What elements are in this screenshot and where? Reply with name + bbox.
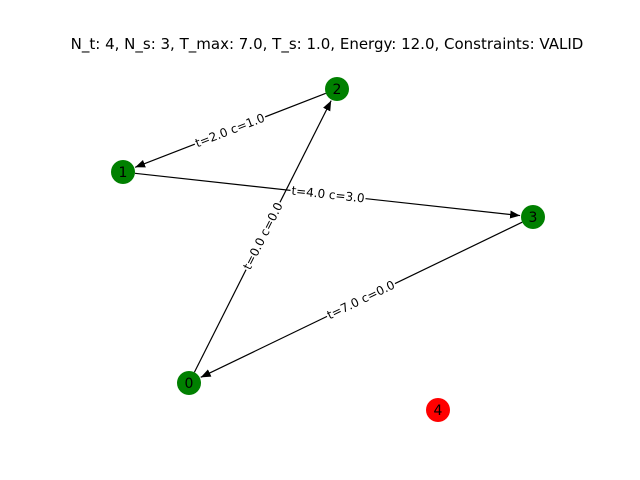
edge-label-group-3: t=7.0 c=0.0 <box>324 277 398 323</box>
edge-label-background <box>239 199 287 273</box>
edge-labels-layer: t=0.0 c=0.0 t=2.0 c=1.0 t=4.0 c=3.0 t=7.0 c… <box>192 110 398 323</box>
edge-label: t=4.0 c=3.0 <box>291 184 365 206</box>
edge-label-group-0: t=0.0 c=0.0 <box>239 199 287 273</box>
node-4 <box>426 398 450 422</box>
edge-label: t=7.0 c=0.0 <box>325 278 397 323</box>
nodes-layer: 0 1 2 3 4 <box>111 77 545 422</box>
node-label-4: 4 <box>434 403 443 419</box>
edge-label-group-2: t=4.0 c=3.0 <box>289 183 367 206</box>
edge-label-background <box>192 110 268 151</box>
edges-layer <box>134 92 523 378</box>
edge-label-background <box>324 277 398 323</box>
node-label-2: 2 <box>333 82 342 98</box>
node-3 <box>521 205 545 229</box>
edge-label: t=0.0 c=0.0 <box>240 200 286 272</box>
node-2 <box>325 77 349 101</box>
node-label-3: 3 <box>529 210 538 226</box>
edge-label-group-1: t=2.0 c=1.0 <box>192 110 268 151</box>
node-1 <box>111 160 135 184</box>
edge-label: t=2.0 c=1.0 <box>193 111 267 151</box>
edge-label-background <box>289 183 367 206</box>
node-0 <box>177 371 201 395</box>
node-label-1: 1 <box>119 165 128 181</box>
node-label-0: 0 <box>185 376 194 392</box>
diagram-title: N_t: 4, N_s: 3, T_max: 7.0, T_s: 1.0, En… <box>71 35 584 54</box>
